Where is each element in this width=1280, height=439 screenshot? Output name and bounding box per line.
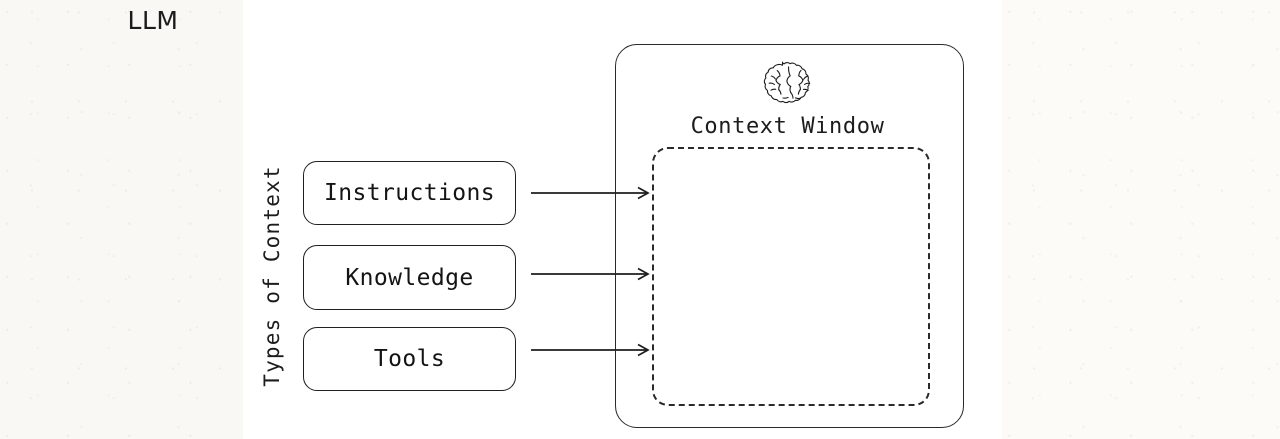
llm-title: LLM <box>0 6 793 35</box>
context-type-knowledge[interactable]: Knowledge <box>303 245 516 310</box>
paper-texture-left <box>0 0 243 439</box>
context-type-label: Knowledge <box>345 264 474 291</box>
context-type-instructions[interactable]: Instructions <box>303 161 516 225</box>
types-of-context-label: Types of Context <box>260 165 284 387</box>
context-type-label: Instructions <box>324 180 495 206</box>
context-window-region <box>652 147 930 406</box>
arrow-right-icon-tools <box>531 343 650 357</box>
llm-title-text: LLM <box>127 6 179 35</box>
arrow-right-icon-knowledge <box>531 267 650 281</box>
brain-icon-svg <box>763 61 810 104</box>
context-window-label: Context Window <box>690 114 885 139</box>
arrow-right-icon-instructions <box>531 186 650 200</box>
llm-panel <box>615 44 964 428</box>
context-type-tools[interactable]: Tools <box>303 327 516 391</box>
brain-icon <box>615 57 964 109</box>
paper-texture-right <box>1002 0 1280 439</box>
context-type-label: Tools <box>373 346 446 372</box>
